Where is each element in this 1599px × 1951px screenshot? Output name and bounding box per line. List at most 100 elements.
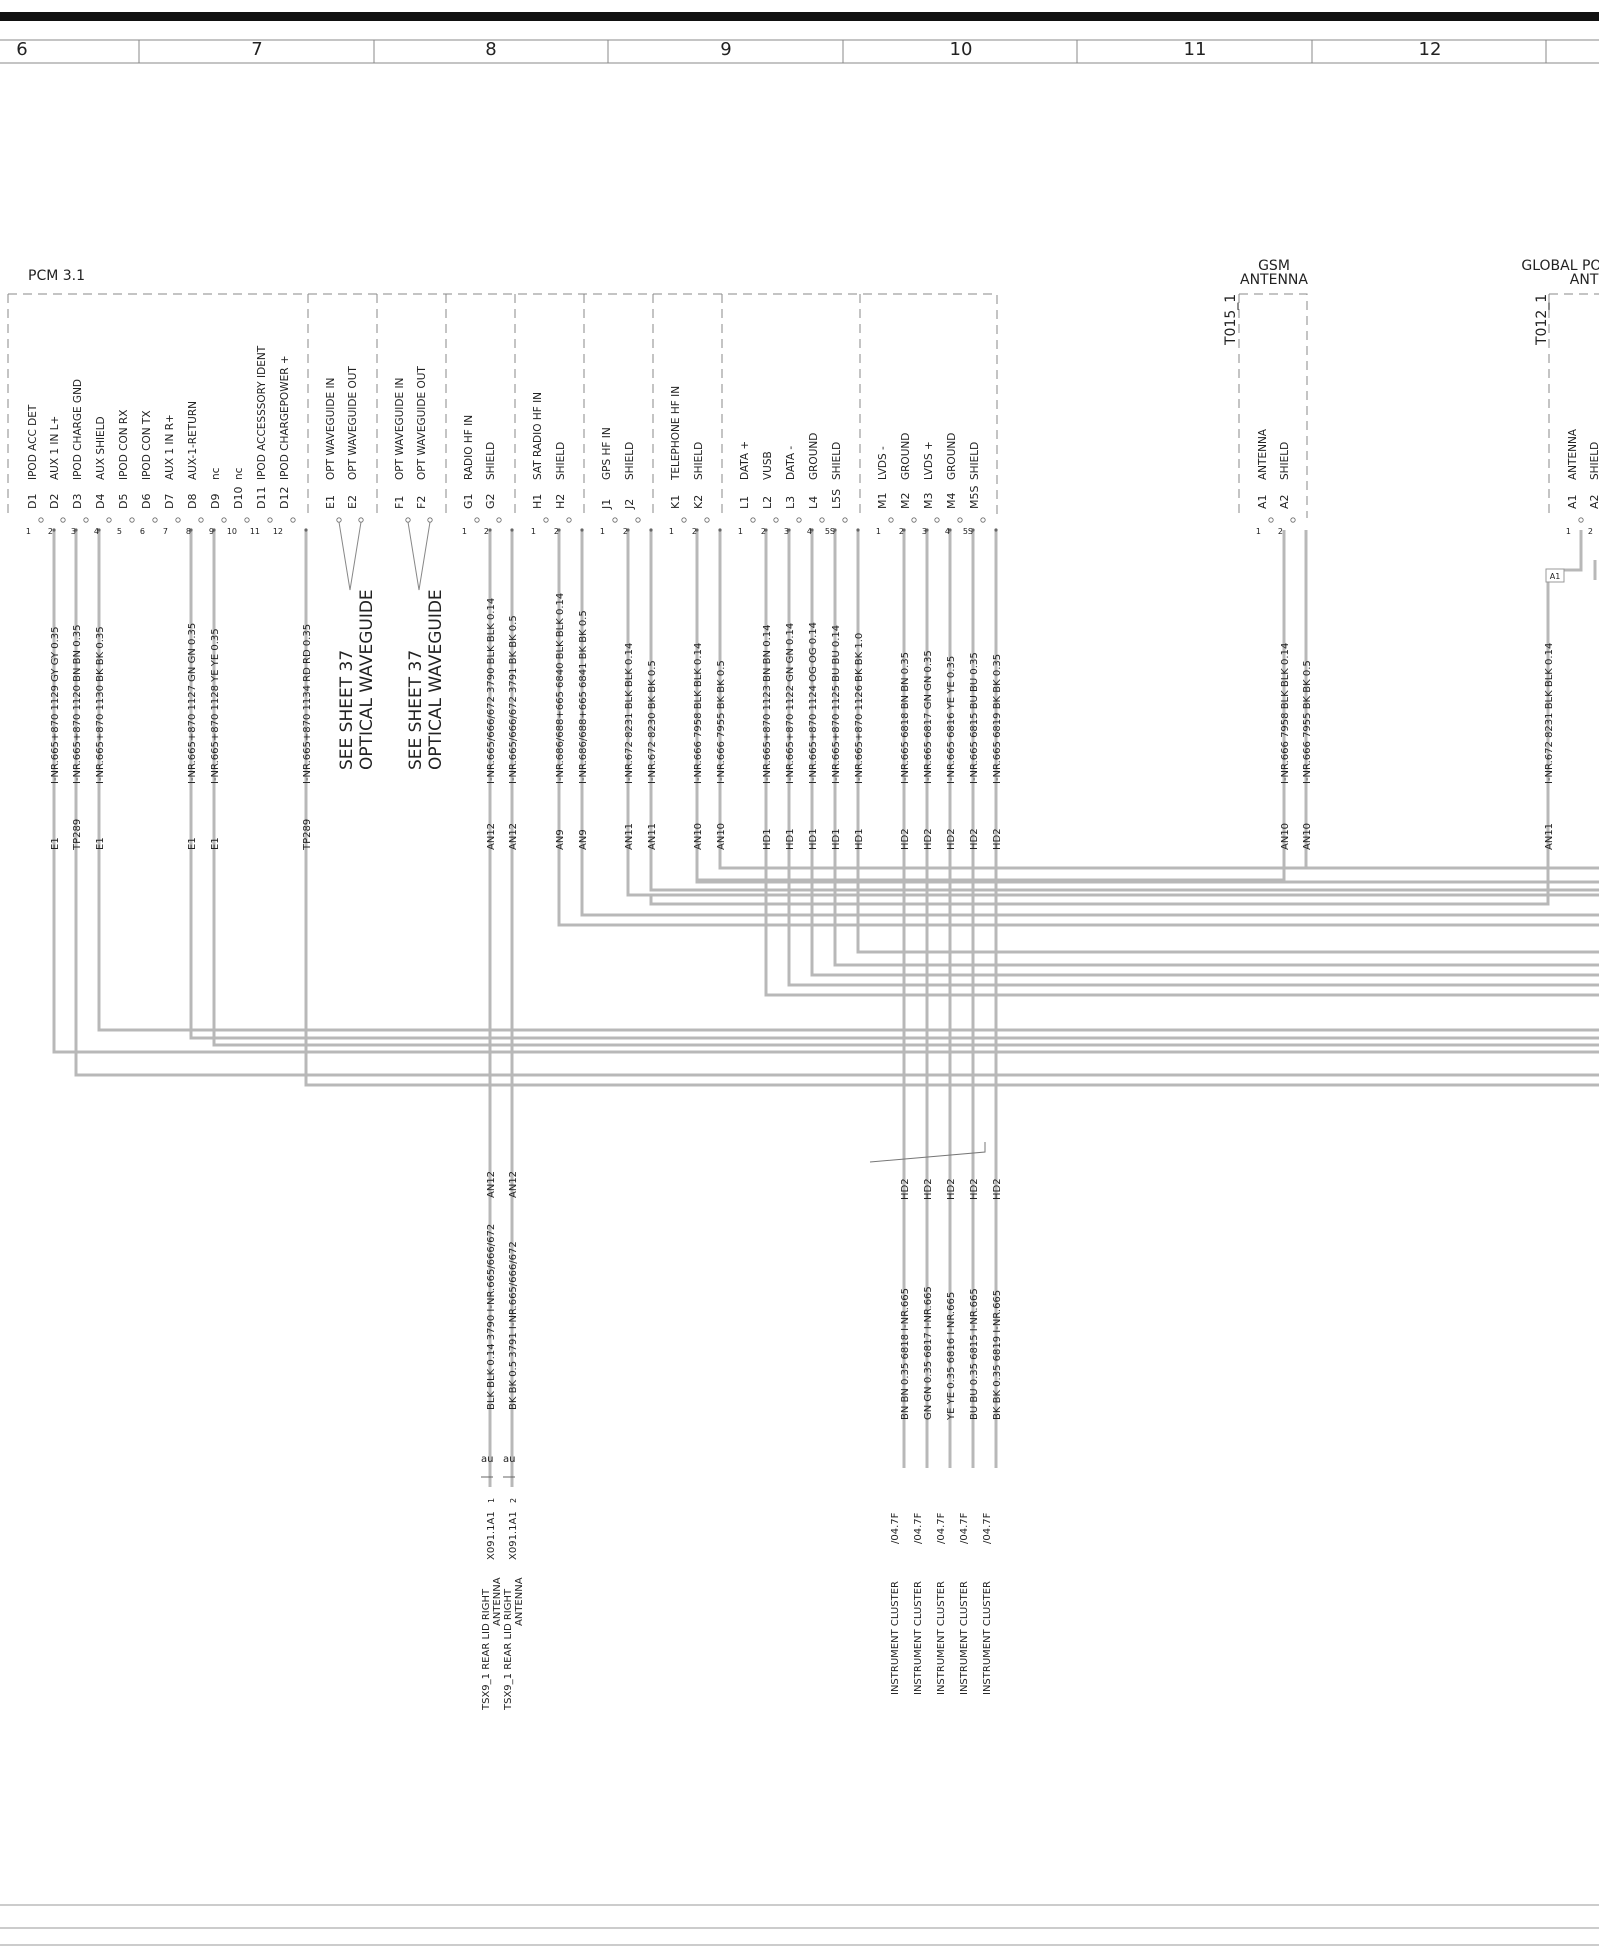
pin-number: 3 — [71, 527, 76, 536]
wire-label: I-NR.665+870 1134 RD RD 0.35 — [302, 624, 313, 784]
column-number: 9 — [720, 39, 731, 60]
wire-destination: AN11 — [1544, 823, 1555, 850]
pin-number: 4 — [94, 527, 99, 536]
wire-destination: E1 — [95, 837, 106, 850]
rear-lid-antenna-label: TSX9_1 REAR LID RIGHT — [503, 1588, 514, 1711]
wire-destination: AN11 — [647, 823, 658, 850]
wire-destination: HD2 — [969, 828, 980, 850]
wire — [557, 530, 1599, 927]
wire-label: I-NR.665 6819 BK BK 0.35 — [992, 654, 1003, 784]
wire-destination: HD2 — [923, 1178, 934, 1200]
wire-label: I-NR.666 7955 BK BK 0.5 — [1302, 660, 1313, 784]
wire-destination: HD2 — [969, 1178, 980, 1200]
wire — [718, 530, 1308, 870]
wire-destination: HD2 — [946, 828, 957, 850]
connector-pin: 2 — [509, 1498, 518, 1503]
wire-terminal — [787, 528, 791, 532]
gps-antenna-title: GLOBAL POSITION — [1521, 258, 1599, 274]
pin-terminal — [198, 517, 204, 523]
pin-terminal — [1268, 517, 1274, 523]
wire-label: I-NR.666 7958 BLK BLK 0.14 — [693, 643, 704, 784]
wire-destination: HD2 — [992, 1178, 1003, 1200]
wire-label: I-NR.665+870 1125 BU BU 0.14 — [831, 625, 842, 784]
wire-label: I-NR.665+870 1124 OG OG 0.14 — [808, 622, 819, 784]
cluster-ref: /04.7F — [913, 1512, 924, 1544]
wire-label: I-NR.686/688+665 6840 BLK BLK 0.14 — [555, 593, 566, 784]
pin-label: D5 — [117, 494, 130, 509]
connector-id: X091.1A1 — [486, 1511, 497, 1560]
wire — [212, 530, 1599, 1047]
wire-destination: AN11 — [624, 823, 635, 850]
wire-label: I-NR.665/666/672 3791 BK BK 0.5 — [508, 615, 519, 784]
wire-label: BK BK 0.5 3791 I-NR.665/666/672 — [508, 1241, 519, 1410]
wire-destination: AN12 — [486, 823, 497, 850]
wire-label: I-NR.665 6815 BU BU 0.35 — [969, 652, 980, 784]
wire-destination: E1 — [50, 837, 61, 850]
wire-destination: HD1 — [831, 828, 842, 850]
pin-signal: AUX 1 IN L+ — [49, 416, 61, 480]
wire-destination: AN12 — [486, 1171, 497, 1198]
pin-label: D11 — [255, 487, 268, 509]
column-number: 11 — [1184, 39, 1207, 60]
wire — [74, 530, 1599, 1077]
wire-destination: HD1 — [854, 828, 865, 850]
pin-terminal — [427, 517, 433, 523]
pin-label: D10 — [232, 487, 245, 509]
pin-label: M4 — [945, 493, 958, 510]
pin-label: D1 — [26, 494, 39, 509]
gsm-antenna-ref: T015_1 — [1223, 294, 1239, 346]
wire-destination: AN10 — [716, 823, 727, 850]
cluster-ref: /04.7F — [890, 1512, 901, 1544]
pin-number: 1 — [669, 527, 674, 536]
pin-label: F2 — [415, 496, 428, 509]
pin-terminal — [83, 517, 89, 523]
pin-signal: IPOD CON TX — [141, 410, 153, 480]
pin-number: 2 — [899, 527, 904, 536]
wire — [580, 530, 1599, 917]
pin-label: J1 — [600, 499, 613, 510]
pin-signal: LVDS + — [923, 441, 935, 480]
wire-label: I-NR.672 8230 BK BK 0.5 — [647, 660, 658, 784]
wire-destination: HD2 — [923, 828, 934, 850]
pin-terminal — [957, 517, 963, 523]
pin-terminal — [750, 517, 756, 523]
pin-number: 2 — [1278, 527, 1283, 536]
wire-label: I-NR.665 6816 YE YE 0.35 — [946, 656, 957, 784]
pin-signal: SHIELD — [969, 442, 981, 480]
wire-label: I-NR.666 7958 BLK BLK 0.14 — [1280, 643, 1291, 784]
wire — [649, 530, 1599, 892]
pin-signal: DATA - — [785, 446, 797, 480]
instrument-cluster-label: INSTRUMENT CLUSTER — [890, 1581, 901, 1695]
instrument-cluster-label: INSTRUMENT CLUSTER — [982, 1581, 993, 1695]
wire-terminal — [718, 528, 722, 532]
wire — [626, 530, 1599, 897]
pcm-title: PCM 3.1 — [28, 268, 85, 284]
wire — [304, 530, 1599, 1087]
gsm-antenna-title: GSM — [1258, 258, 1290, 274]
pin-terminal — [152, 517, 158, 523]
wire-terminal — [971, 528, 975, 532]
optical-waveguide-link — [338, 521, 362, 591]
pin-signal: RADIO HF IN — [463, 415, 475, 480]
pin-label: G2 — [484, 493, 497, 509]
pin-signal: VUSB — [762, 451, 774, 480]
pin-signal: GROUND — [808, 433, 820, 480]
pin-terminal — [1290, 517, 1296, 523]
wire-destination: E1 — [187, 837, 198, 850]
wire-destination: HD2 — [900, 828, 911, 850]
pin-terminal — [819, 517, 825, 523]
instrument-cluster-label: INSTRUMENT CLUSTER — [913, 1581, 924, 1695]
wire — [787, 530, 1599, 987]
pin-label: G1 — [462, 493, 475, 509]
pin-number: 8 — [186, 527, 191, 536]
wire-label: I-NR.665+870 1122 GN GN 0.14 — [785, 623, 796, 784]
pin-terminal — [704, 517, 710, 523]
pin-signal: nc — [233, 467, 245, 480]
pin-terminal — [336, 517, 342, 523]
connector-pin: 1 — [487, 1498, 496, 1503]
wire-terminal — [557, 528, 561, 532]
pin-signal: OPT WAVEGUIDE OUT — [347, 366, 359, 480]
pin-label: H1 — [531, 494, 544, 509]
pin-label: M3 — [922, 493, 935, 510]
